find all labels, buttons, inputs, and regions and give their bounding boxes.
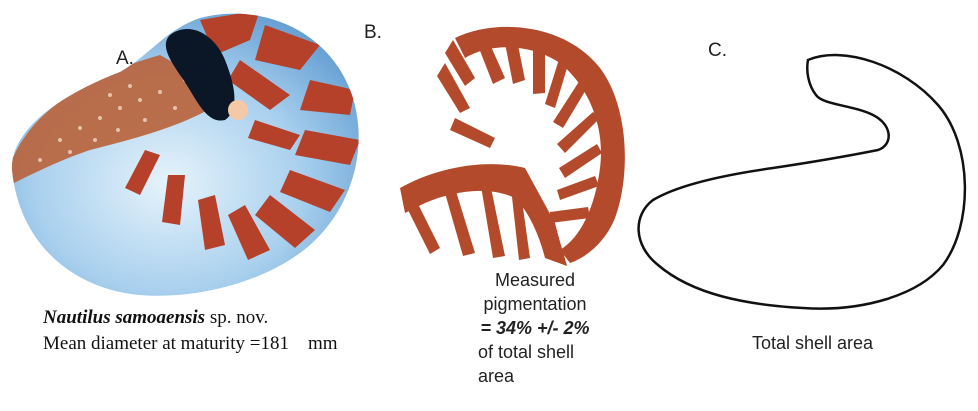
species-suffix: sp. nov.	[205, 307, 268, 328]
area-label: area	[440, 364, 630, 388]
pigmentation-value: = 34% +/- 2%	[440, 316, 630, 340]
caption-b: Measured pigmentation = 34% +/- 2% of to…	[440, 268, 630, 388]
pigment-mask-icon	[395, 18, 635, 268]
panel-label-b: B.	[364, 22, 382, 44]
mean-diameter-text: Mean diameter at maturity =181 mm	[43, 331, 338, 357]
nautilus-shell-photo-icon	[0, 0, 380, 300]
caption-a: Nautilus samoaensis sp. nov. Mean diamet…	[43, 305, 338, 357]
measured-label: Measured	[440, 268, 630, 292]
pigmentation-label: pigmentation	[440, 292, 630, 316]
caption-c: Total shell area	[752, 333, 873, 354]
of-total-label: of total shell	[440, 340, 630, 364]
shell-outline-icon	[638, 50, 973, 320]
species-name: Nautilus samoaensis	[43, 307, 205, 328]
